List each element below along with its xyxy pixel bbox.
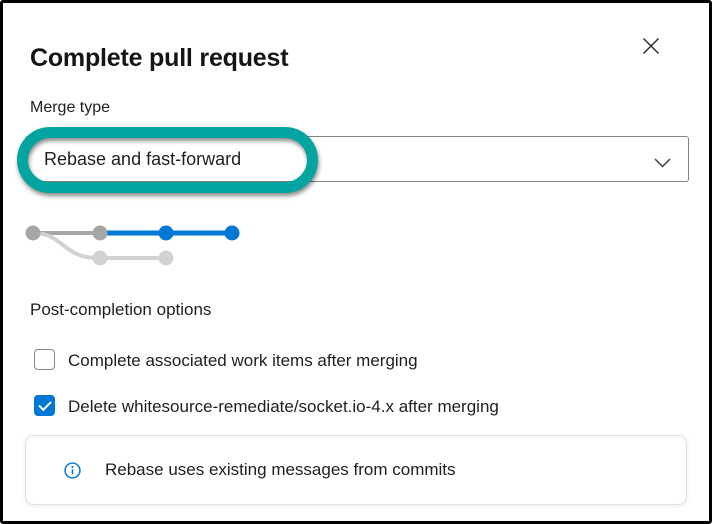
close-icon (641, 36, 661, 56)
merge-type-selected-value: Rebase and fast-forward (44, 148, 242, 169)
info-banner-message: Rebase uses existing messages from commi… (105, 460, 456, 479)
chevron-down-icon (654, 155, 671, 173)
checkbox-label-complete-work-items[interactable]: Complete associated work items after mer… (68, 351, 418, 370)
info-banner: Rebase uses existing messages from commi… (25, 435, 687, 505)
info-icon (64, 461, 81, 479)
merge-type-label: Merge type (30, 99, 111, 116)
checkbox-delete-branch[interactable] (34, 395, 55, 416)
merge-type-dropdown[interactable]: Rebase and fast-forward (25, 136, 689, 182)
checkbox-label-delete-branch[interactable]: Delete whitesource-remediate/socket.io-4… (68, 397, 499, 416)
post-completion-heading: Post-completion options (30, 300, 212, 319)
checkbox-complete-work-items[interactable] (34, 349, 55, 370)
close-button[interactable] (636, 31, 666, 61)
page-title: Complete pull request (30, 43, 289, 72)
merge-preview-graph (25, 225, 240, 266)
